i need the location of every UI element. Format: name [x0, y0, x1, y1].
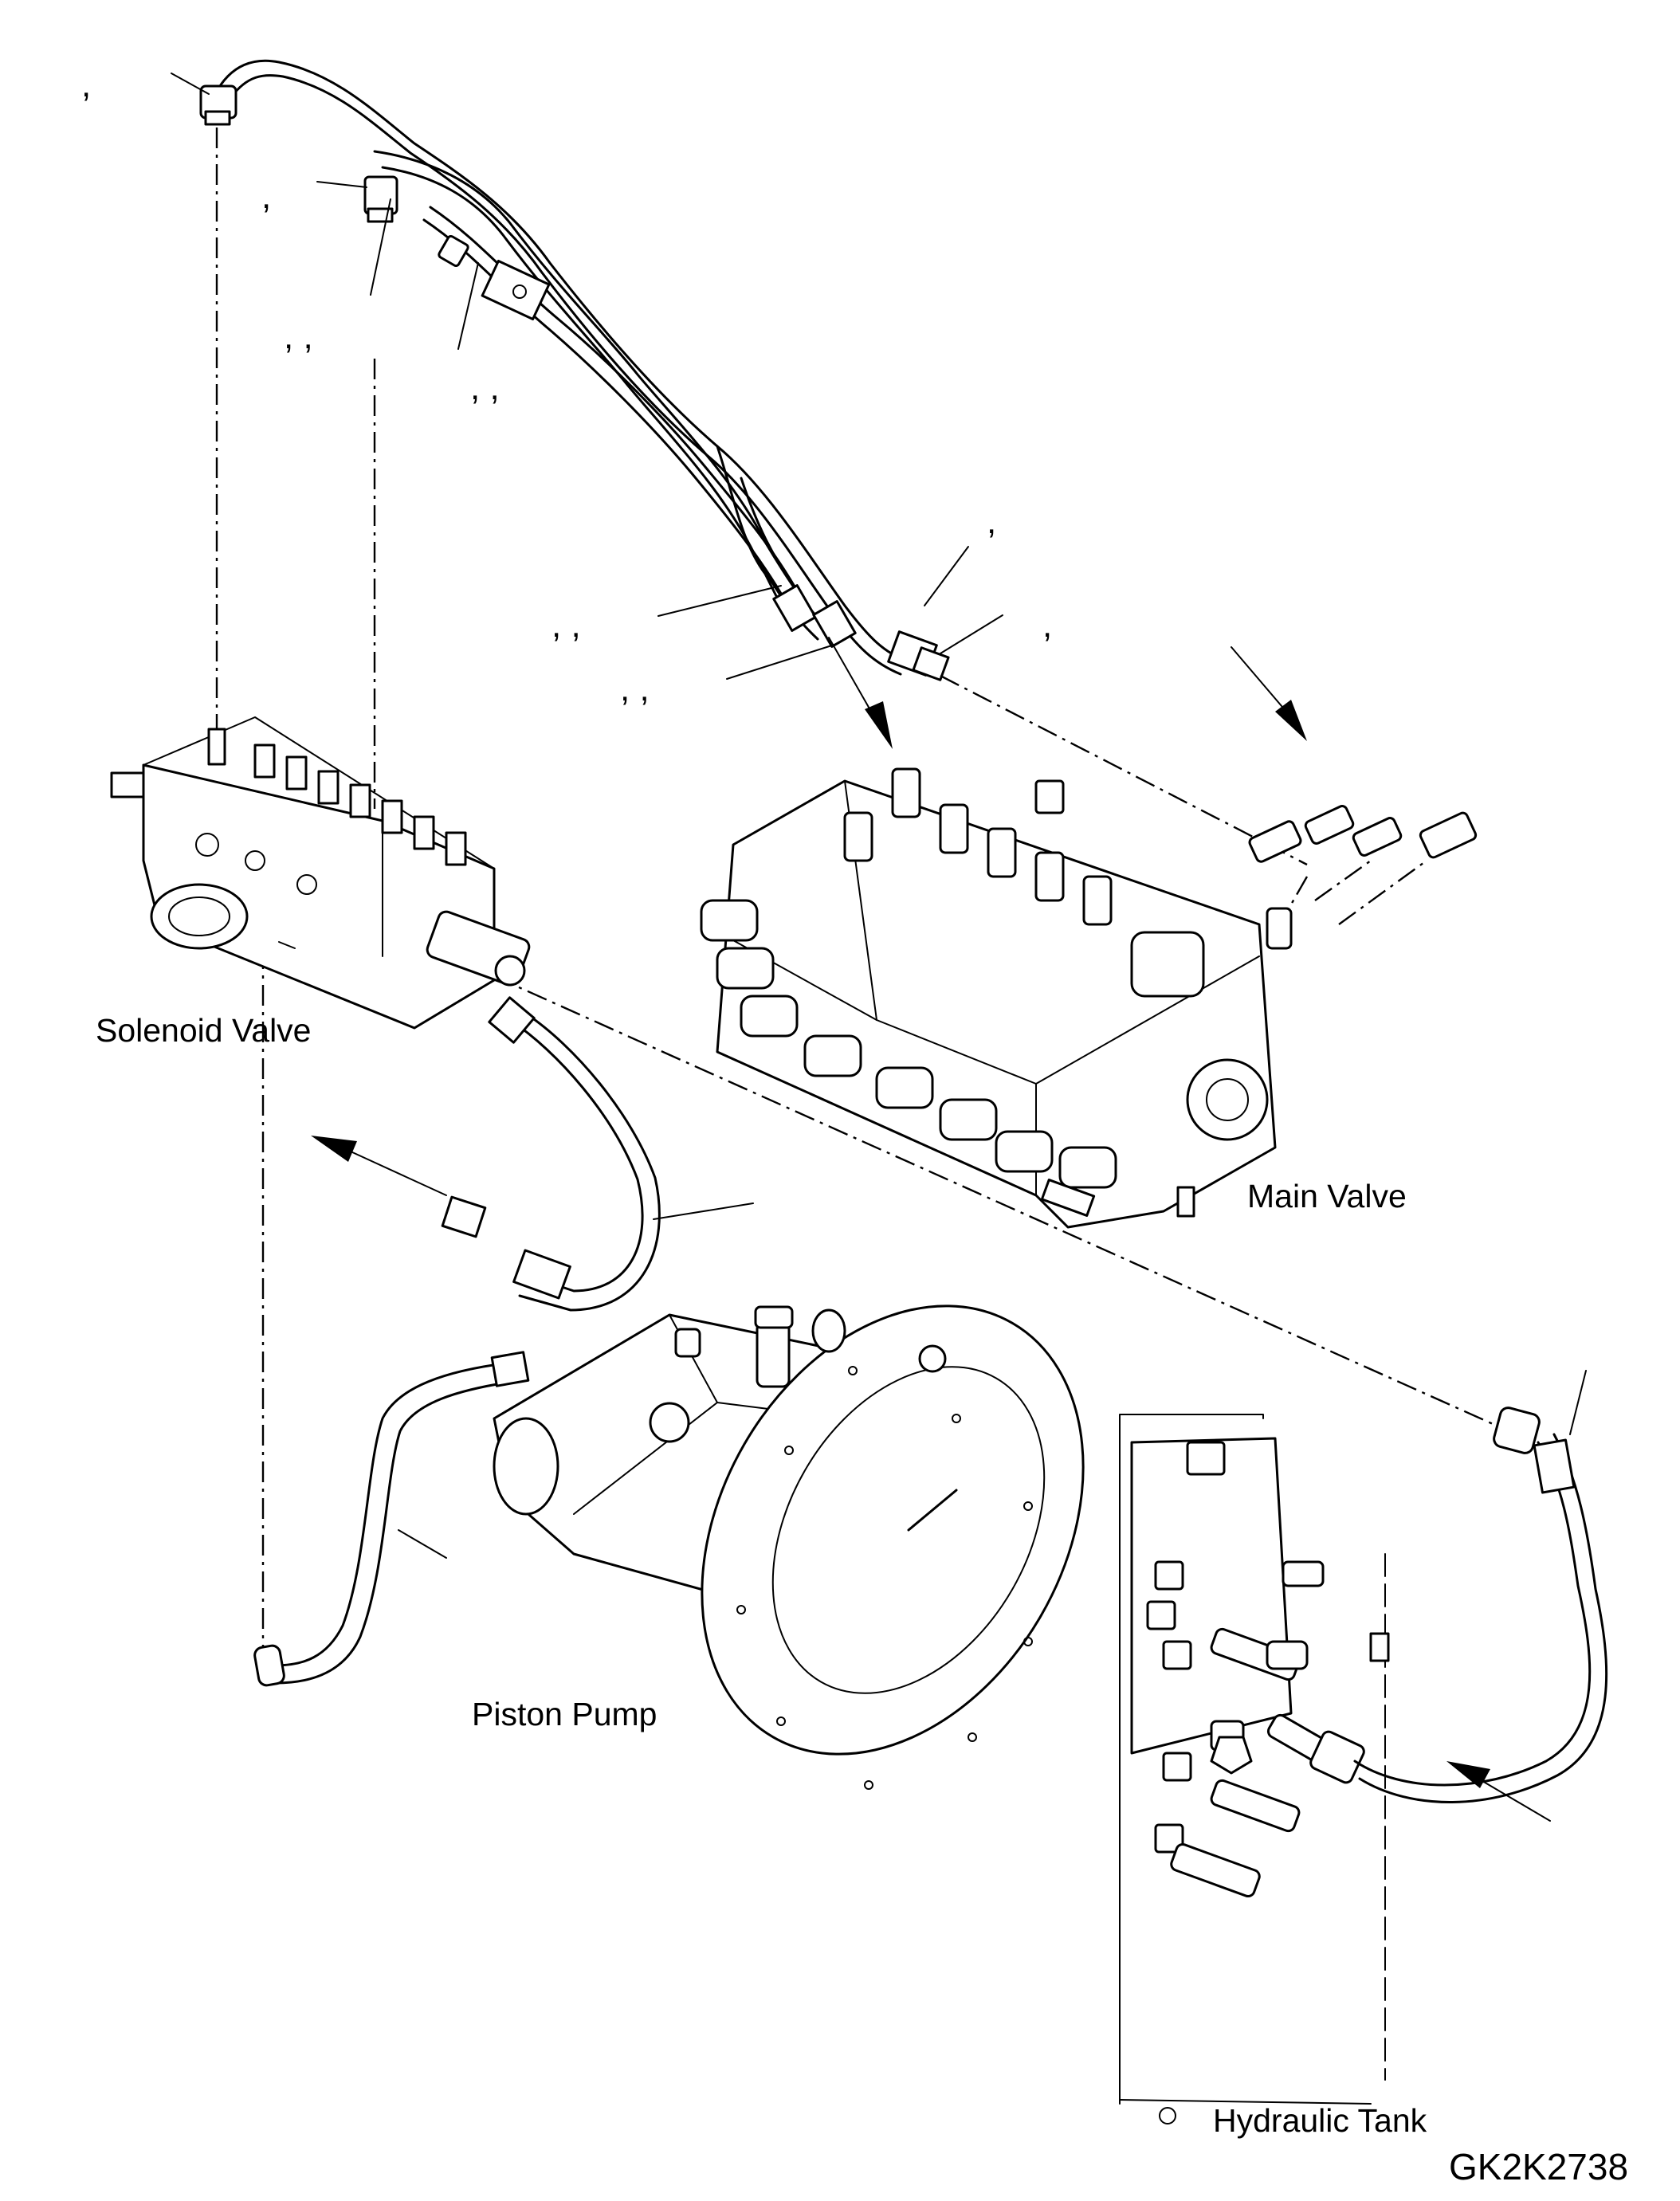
pilot-hose-bundle	[199, 59, 950, 681]
callout-mark: ,	[261, 177, 272, 216]
solenoid-valve-drawing	[110, 716, 531, 1030]
piston-pump-label: Piston Pump	[472, 1696, 657, 1732]
callout-mark: ,	[987, 502, 997, 541]
hydraulic-tank-drawing	[1119, 1414, 1390, 2124]
callout-mark: , ,	[470, 368, 500, 407]
hydraulic-tank-label: Hydraulic Tank	[1213, 2102, 1427, 2139]
callout-mark: , ,	[284, 317, 313, 356]
piston-pump-drawing	[493, 1305, 1085, 1790]
callout-mark: ,	[81, 65, 92, 104]
callout-mark: , ,	[620, 669, 650, 708]
solenoid-valve-label: Solenoid Valve	[96, 1012, 312, 1049]
main-valve-drawing	[700, 767, 1478, 1229]
pump-hose	[253, 1351, 530, 1687]
callout-mark: , ,	[551, 606, 581, 645]
callout-mark: ,	[1042, 606, 1053, 645]
solenoid-hose	[441, 996, 754, 1312]
main-valve-label: Main Valve	[1247, 1178, 1407, 1214]
tank-hose	[1353, 1370, 1608, 1803]
callout-leaders-top	[171, 73, 1003, 680]
drawing-code: GK2K2738	[1449, 2146, 1629, 2187]
